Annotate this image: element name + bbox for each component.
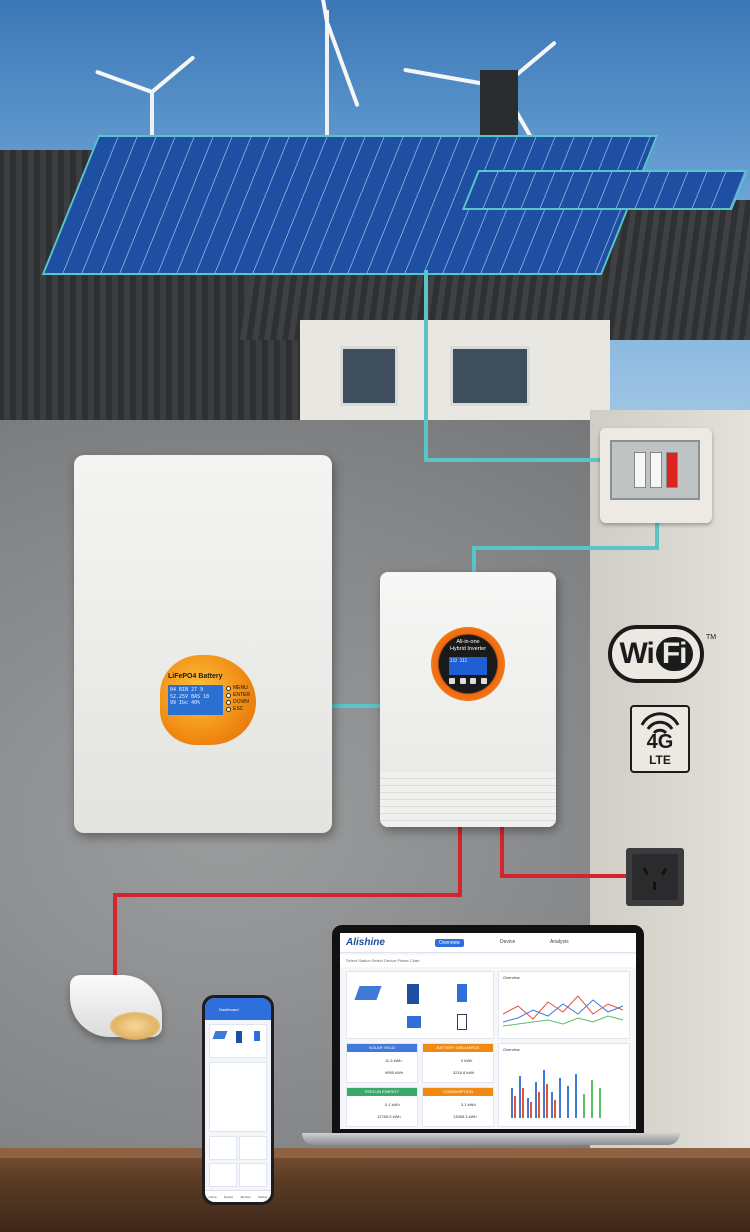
dc-cable (472, 546, 476, 576)
battery-menu-button: MENU (226, 685, 248, 691)
tab-device: Device (224, 1194, 234, 1199)
hybrid-inverter: All-in-one Hybrid Inverter 232 232 (380, 572, 556, 827)
window (340, 346, 398, 406)
inverter-display: All-in-one Hybrid Inverter 232 232 (431, 627, 505, 701)
dc-cable (424, 270, 428, 460)
ac-cable (458, 825, 462, 895)
nav-analysis: Analysis (550, 939, 569, 945)
dc-cable (655, 520, 659, 548)
lte-logo: 4G LTE (630, 705, 690, 773)
feed-in-energy-card: FEED-IN ENERGY 0.1 kWh 12765.9 kWh (346, 1087, 418, 1127)
line-chart-card: Overview (498, 971, 630, 1039)
nav-device: Device (500, 939, 516, 945)
trademark: TM (706, 634, 717, 641)
inverter-title: All-in-one (456, 639, 480, 645)
breaker-switch (634, 452, 646, 488)
laptop-base (302, 1133, 680, 1145)
breaker-switch (666, 452, 678, 488)
battery-down-button: DOWN (226, 699, 249, 705)
phone-tile (239, 1163, 267, 1187)
phone-stats-card (209, 1062, 267, 1132)
tab-monitor: Monitor (240, 1194, 251, 1199)
battery-badge: LiFePO4 Battery 04 BIN 27 9 52.25V BAS 1… (160, 655, 256, 745)
phone-tile (209, 1163, 237, 1187)
lamp-glow (110, 1012, 160, 1040)
consumption-card: CONSUMPTION 3.1 kWh 13065.3 kWh (422, 1087, 494, 1127)
battery-label: LiFePO4 Battery (168, 673, 223, 680)
inverter-icon (407, 984, 419, 1004)
ac-cable (113, 893, 117, 983)
battery-discharge-card: BATTERY DISCHARGE 0 kWh 3216.8 kWh (422, 1043, 494, 1083)
filter-bar: Select Station Select Device Phase Chart (340, 955, 636, 967)
bar-chart (511, 1070, 601, 1118)
laptop: Alishine Overview Device Analysis Select… (332, 925, 644, 1137)
power-outlet (626, 848, 684, 906)
dc-cable (424, 458, 604, 462)
battery-lcd: 04 BIN 27 9 52.25V BAS 18 99 Ibc 40% (168, 685, 223, 715)
ac-cable (113, 893, 462, 897)
table (0, 1148, 750, 1232)
solar-icon (212, 1031, 228, 1039)
smartphone: Dashboard Home Device Monitor Setting (202, 995, 274, 1205)
phone-tile (239, 1136, 267, 1160)
solar-icon (354, 986, 382, 1000)
dashboard-topbar: Alishine Overview Device Analysis (340, 933, 636, 953)
bar-chart-card: Overview (498, 1043, 630, 1127)
phone-tabbar: Home Device Monitor Setting (205, 1190, 271, 1202)
phone-flow-card (209, 1024, 267, 1058)
inverter-subtitle: Hybrid Inverter (449, 646, 487, 652)
brand-logo: Alishine (346, 937, 385, 948)
signal-icon (640, 712, 680, 735)
phone-header: Dashboard (205, 998, 271, 1020)
ac-cable (500, 825, 504, 877)
inverter-lcd: 232 232 (449, 657, 487, 675)
battery-esc-button: ESC (226, 706, 243, 712)
nav-overview: Overview (435, 939, 464, 947)
line-chart (503, 995, 624, 1027)
inverter-icon (236, 1031, 242, 1043)
socket-icon (642, 867, 668, 890)
pv-combiner-box (600, 428, 712, 523)
monitoring-dashboard: Alishine Overview Device Analysis Select… (340, 933, 636, 1129)
inverter-vent (380, 772, 556, 827)
phone-tile (209, 1136, 237, 1160)
tab-home: Home (208, 1194, 217, 1199)
dc-cable (472, 546, 659, 550)
phone-app-screen: Dashboard Home Device Monitor Setting (205, 998, 271, 1202)
solar-panel-array (461, 170, 749, 210)
battery-cable (330, 704, 382, 708)
battery-icon (254, 1031, 260, 1041)
inverter-buttons (449, 678, 487, 684)
phone-title: Dashboard (219, 1007, 239, 1012)
home-icon (407, 1016, 421, 1028)
house-wall (300, 320, 610, 430)
lifepo4-battery: LiFePO4 Battery 04 BIN 27 9 52.25V BAS 1… (74, 455, 332, 833)
battery-icon (457, 984, 467, 1002)
flow-diagram-card (346, 971, 494, 1039)
grid-icon (457, 1014, 467, 1030)
ac-cable (500, 874, 628, 878)
line-chart-title: Overview (503, 975, 520, 980)
tab-setting: Setting (257, 1194, 268, 1199)
solar-yield-card: SOLAR YIELD 11.3 kWh 9955 kWh (346, 1043, 418, 1083)
battery-enter-button: ENTER (226, 692, 250, 698)
window (450, 346, 530, 406)
bar-chart-title: Overview (503, 1047, 520, 1052)
breaker-switch (650, 452, 662, 488)
